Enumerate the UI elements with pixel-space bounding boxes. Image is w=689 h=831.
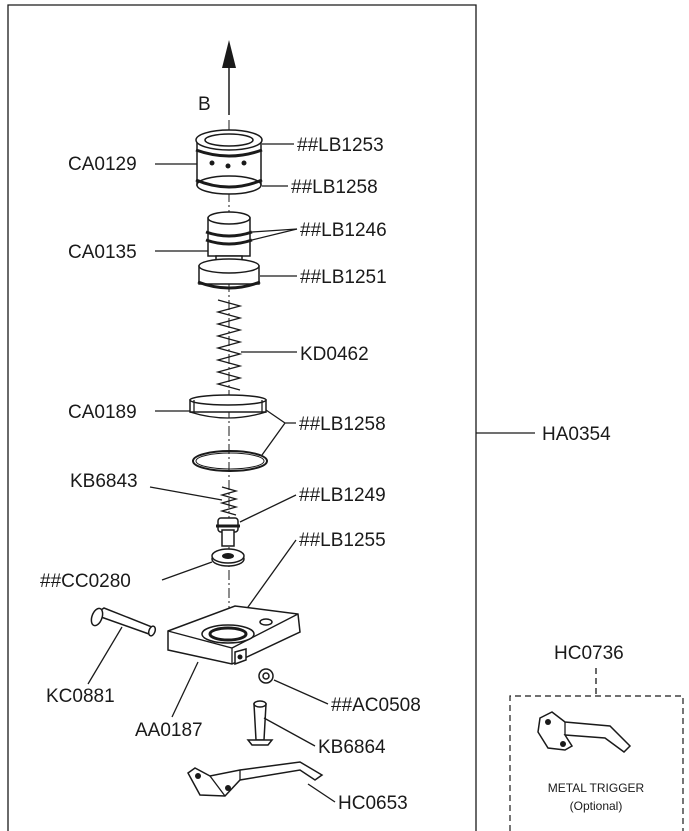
leader-lb1258-mid (261, 409, 296, 456)
part-kb6843-spring (219, 486, 239, 516)
trigger-box-subtitle: (Optional) (570, 799, 623, 813)
label-ha0354: HA0354 (542, 424, 611, 445)
part-lb1249-pin (216, 517, 240, 547)
label-aa0187: AA0187 (135, 720, 203, 741)
part-hc0653-lever (187, 761, 324, 797)
part-kb6864-pin (246, 700, 274, 746)
label-ca0135: CA0135 (68, 242, 137, 263)
arrow-label: B (198, 94, 211, 115)
label-cc0280: ##CC0280 (40, 571, 131, 592)
leader-ac0508 (273, 679, 329, 705)
leader-lb1249 (239, 494, 297, 523)
label-ca0189: CA0189 (68, 402, 137, 423)
trigger-box-title: METAL TRIGGER (548, 781, 645, 795)
label-hc0653: HC0653 (338, 793, 408, 814)
part-kc0881-screw (90, 607, 157, 637)
label-lb1246: ##LB1246 (300, 220, 387, 241)
part-cc0280-washer (211, 548, 245, 567)
leader-hc0653 (307, 783, 336, 803)
label-ac0508: ##AC0508 (331, 695, 421, 716)
label-lb1258-mid: ##LB1258 (299, 414, 386, 435)
part-ca0129 (195, 129, 263, 195)
leader-lb1246-b (251, 228, 298, 241)
leader-aa0187 (171, 661, 199, 718)
label-kb6864: KB6864 (318, 737, 386, 758)
leader-kc0881 (87, 626, 123, 685)
leader-lb1246-a (251, 228, 298, 233)
part-ca0189 (189, 394, 267, 419)
label-lb1251: ##LB1251 (300, 267, 387, 288)
label-kd0462: KD0462 (300, 344, 369, 365)
label-lb1255: ##LB1255 (299, 530, 386, 551)
label-lb1258-top: ##LB1258 (291, 177, 378, 198)
leader-kb6843 (149, 486, 223, 501)
optional-trigger-box (509, 695, 684, 831)
label-hc0736: HC0736 (554, 643, 624, 664)
label-lb1249: ##LB1249 (299, 485, 386, 506)
part-kd0462-spring (215, 299, 243, 391)
part-lb1258-oring (192, 450, 268, 472)
label-kc0881: KC0881 (46, 686, 115, 707)
part-ca0135 (197, 211, 261, 290)
label-lb1253: ##LB1253 (297, 135, 384, 156)
leader-cc0280 (161, 561, 213, 581)
part-aa0187-base (167, 605, 301, 666)
part-hc0736-metal-trigger (537, 711, 632, 753)
arrow-head (222, 40, 236, 68)
leader-kb6864 (263, 717, 316, 747)
label-kb6843: KB6843 (70, 471, 138, 492)
part-ac0508-washer (258, 668, 274, 684)
label-ca0129: CA0129 (68, 154, 137, 175)
assembly-frame (7, 4, 477, 831)
